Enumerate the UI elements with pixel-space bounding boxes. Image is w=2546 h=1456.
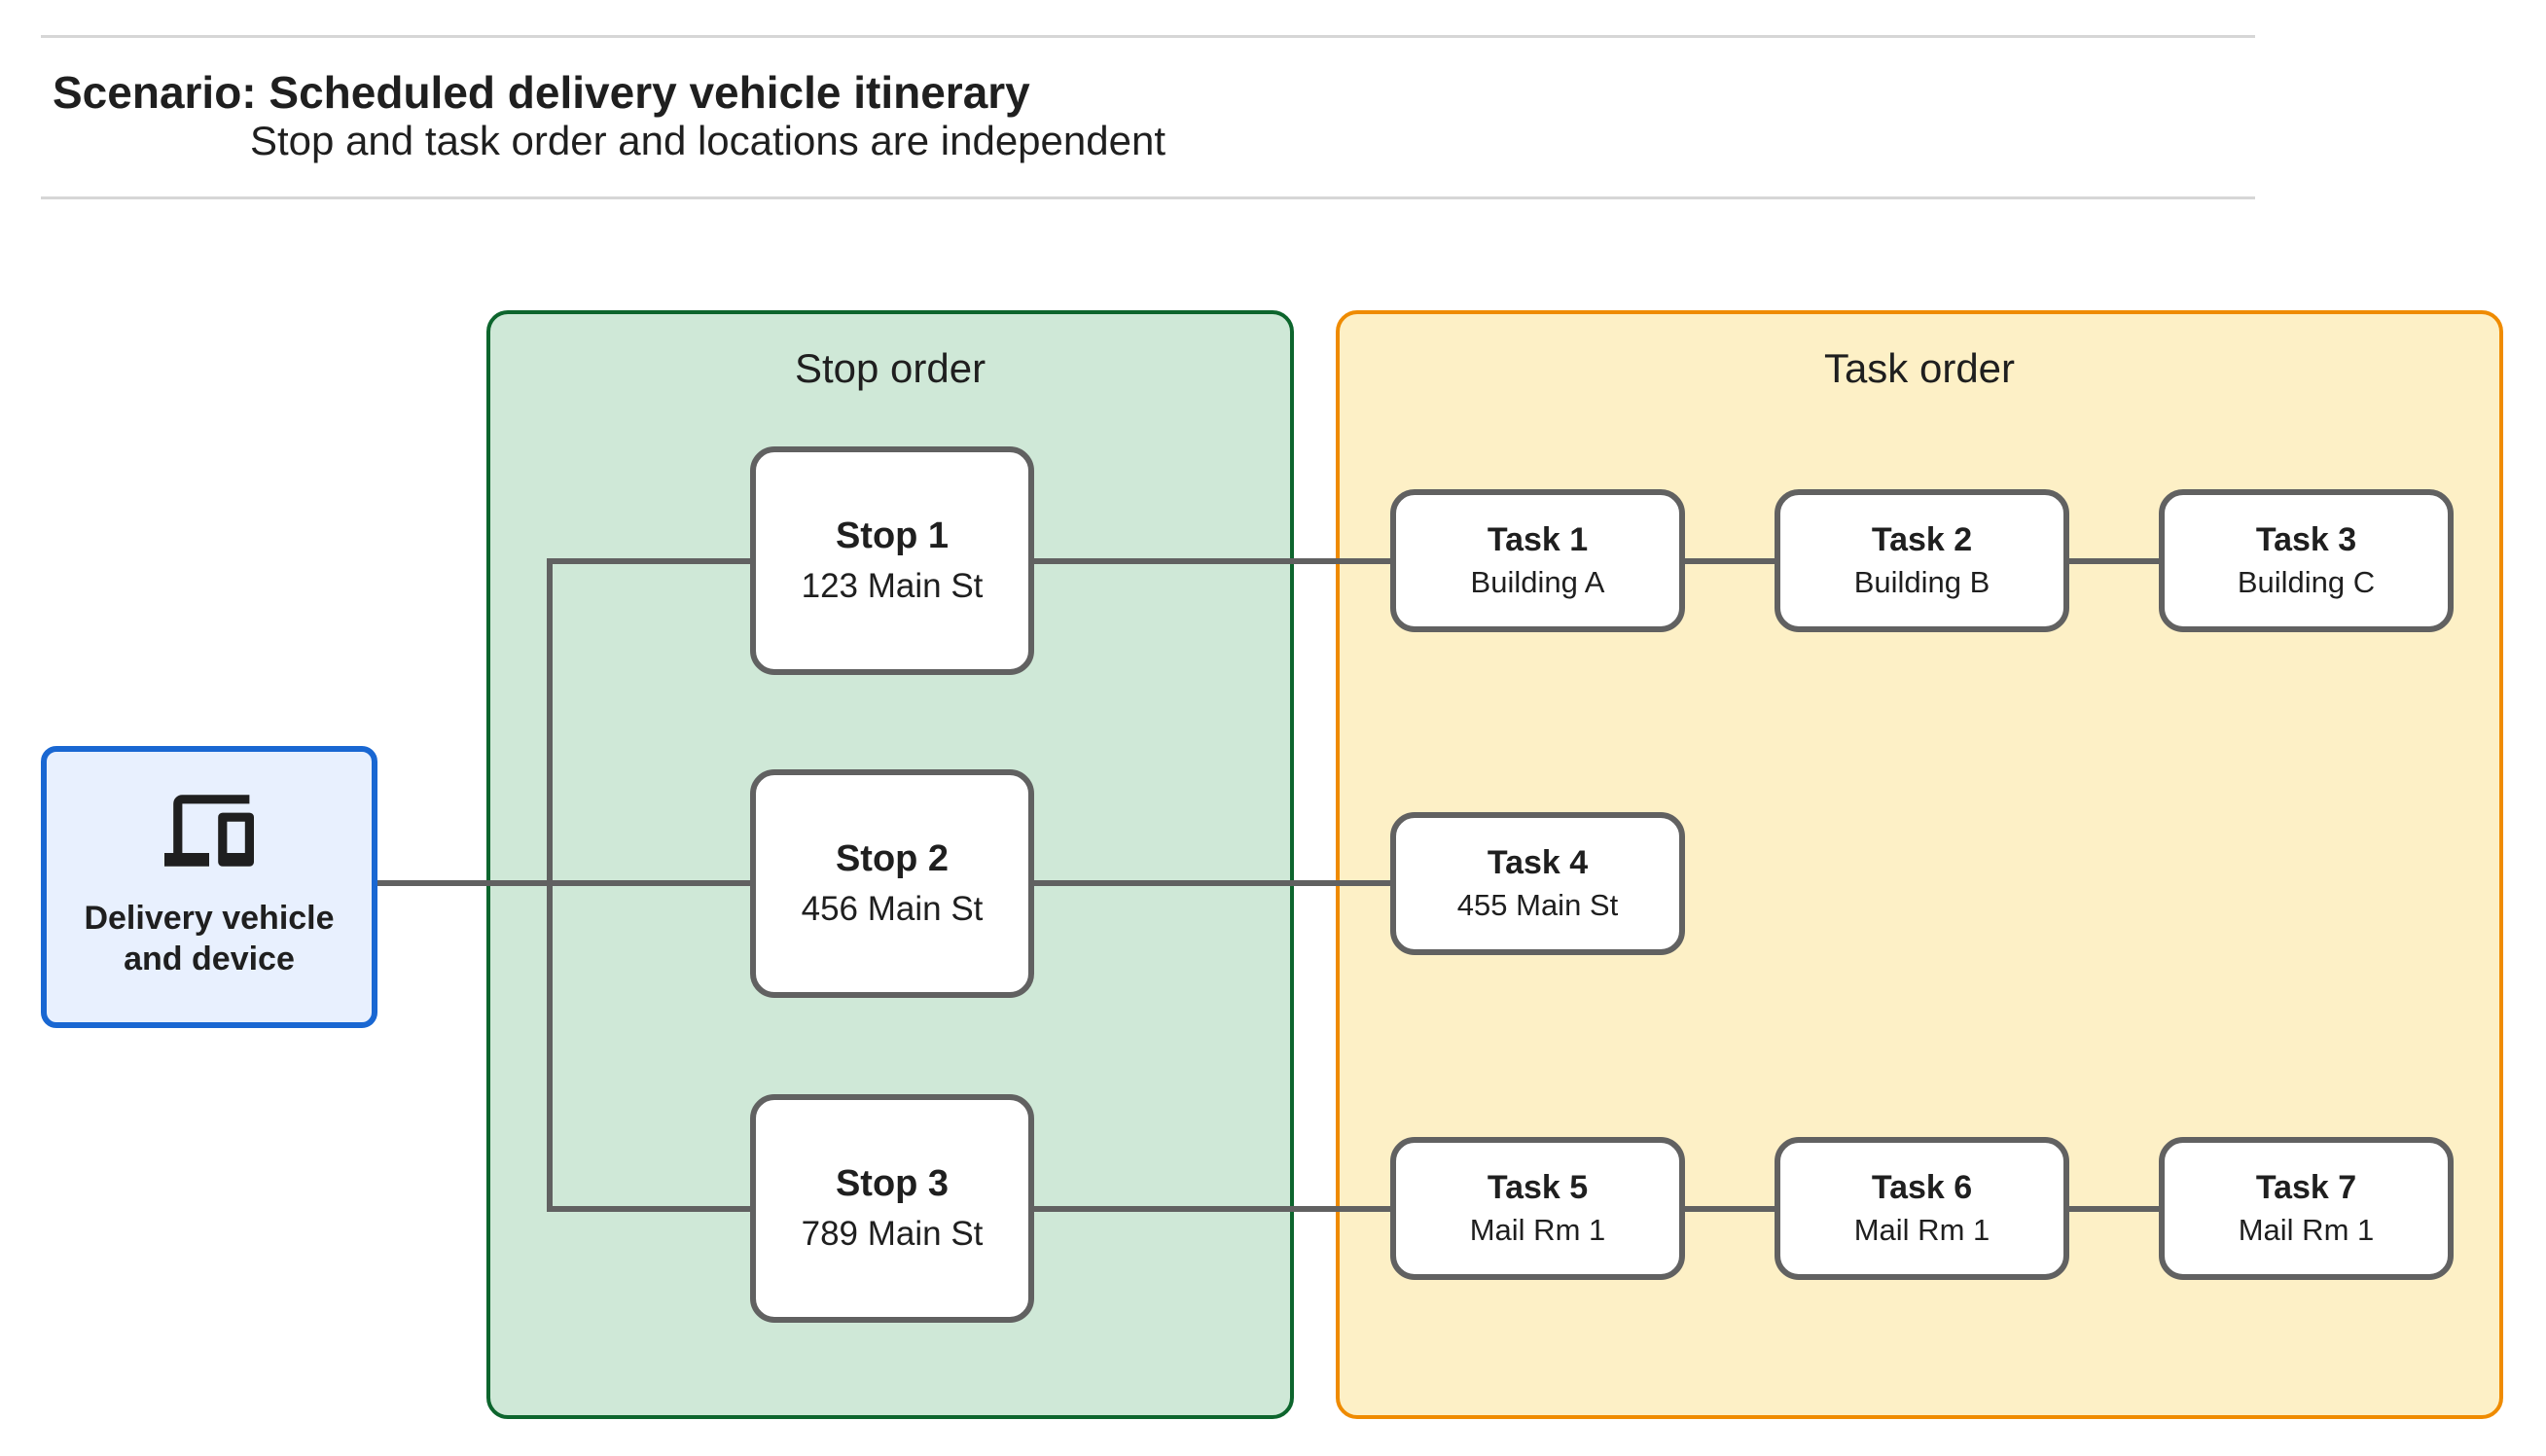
task-title: Task 3 [2255,521,2357,558]
header-divider-bottom [41,196,2255,199]
task-title: Task 4 [1487,844,1589,881]
devices-icon [164,794,254,867]
task-node-7: Task 7 Mail Rm 1 [2159,1137,2454,1280]
task-title: Task 7 [2255,1169,2357,1206]
connector-trunk-to-stop3 [547,1206,750,1212]
connector-vehicle-to-stop2 [376,880,750,886]
connector-stop2-to-task4 [1032,880,1390,886]
task-title: Task 5 [1487,1169,1589,1206]
task-title: Task 6 [1871,1169,1973,1206]
task-node-1: Task 1 Building A [1390,489,1685,632]
task-node-3: Task 3 Building C [2159,489,2454,632]
task-node-2: Task 2 Building B [1775,489,2069,632]
task-location: Building B [1853,565,1990,599]
stop-node-2: Stop 2 456 Main St [750,769,1034,998]
task-node-5: Task 5 Mail Rm 1 [1390,1137,1685,1280]
connector-task5-to-task6 [1683,1206,1776,1212]
task-node-6: Task 6 Mail Rm 1 [1775,1137,2069,1280]
scenario-title: Scenario: Scheduled delivery vehicle iti… [53,67,1030,118]
stop-title: Stop 2 [835,838,950,879]
delivery-vehicle-label: Delivery vehicle and device [84,899,335,978]
stop-title: Stop 1 [835,515,950,556]
connector-trunk-to-stop1 [547,558,750,564]
stop-address: 456 Main St [801,890,984,928]
stop-address: 123 Main St [801,567,984,605]
task-order-panel-title: Task order [1823,345,2016,391]
task-title: Task 1 [1487,521,1589,558]
stop-address: 789 Main St [801,1215,984,1253]
task-location: Building C [2237,565,2376,599]
stop-title: Stop 3 [835,1163,950,1204]
task-location: Mail Rm 1 [1469,1213,1606,1247]
delivery-vehicle-node: Delivery vehicle and device [41,746,377,1028]
stop-node-1: Stop 1 123 Main St [750,446,1034,675]
task-location: Mail Rm 1 [1853,1213,1990,1247]
connector-task2-to-task3 [2067,558,2161,564]
task-location: 455 Main St [1456,888,1619,922]
connector-stop3-to-task5 [1032,1206,1390,1212]
task-location: Mail Rm 1 [2238,1213,2375,1247]
scenario-subtitle: Stop and task order and locations are in… [250,118,1166,163]
task-title: Task 2 [1871,521,1973,558]
task-location: Building A [1470,565,1605,599]
connector-task6-to-task7 [2067,1206,2161,1212]
task-node-4: Task 4 455 Main St [1390,812,1685,955]
header-divider-top [41,35,2255,38]
connector-task1-to-task2 [1683,558,1776,564]
connector-stop1-to-task1 [1032,558,1390,564]
stop-order-panel-title: Stop order [794,345,986,391]
connector-trunk-vertical [547,558,553,1212]
stop-node-3: Stop 3 789 Main St [750,1094,1034,1323]
